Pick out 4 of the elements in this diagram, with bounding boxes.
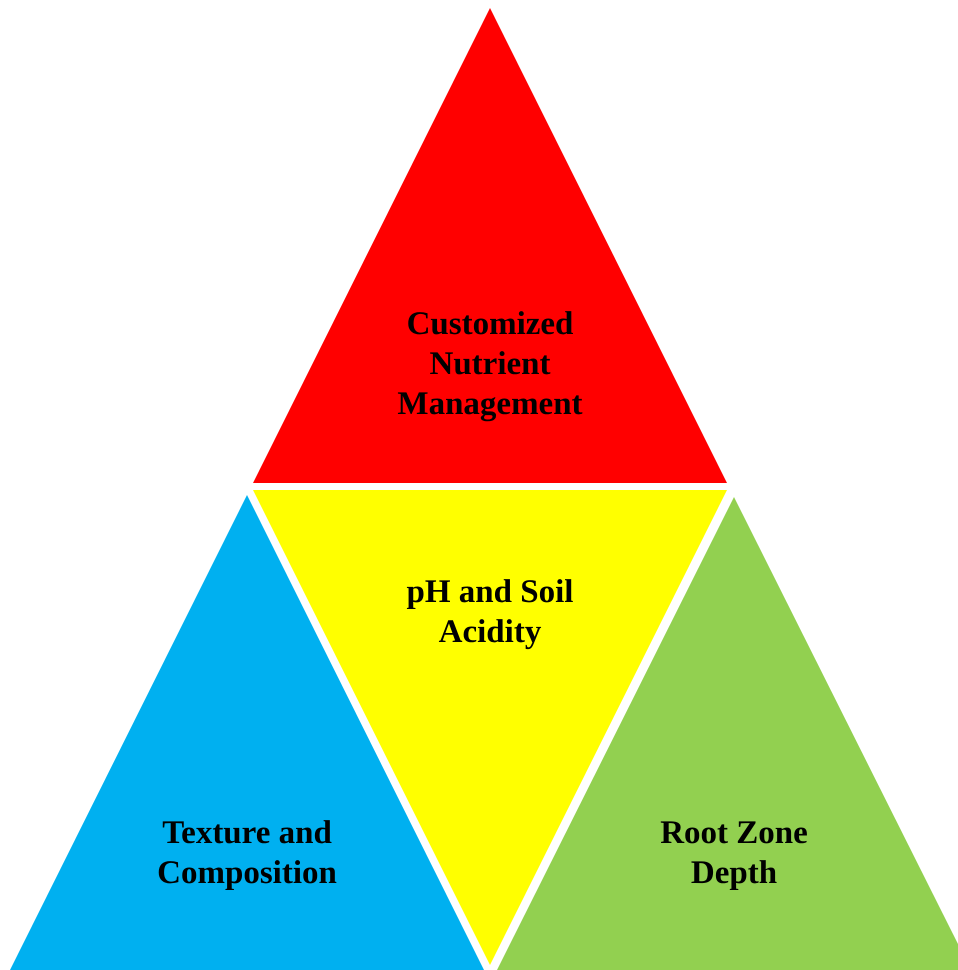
triangle-label: pH and Soil Acidity bbox=[406, 573, 574, 652]
triangle-label: Customized Nutrient Management bbox=[396, 305, 584, 424]
triangle-label: Root Zone Depth bbox=[659, 814, 809, 893]
triangle-label: Texture and Composition bbox=[156, 814, 338, 893]
